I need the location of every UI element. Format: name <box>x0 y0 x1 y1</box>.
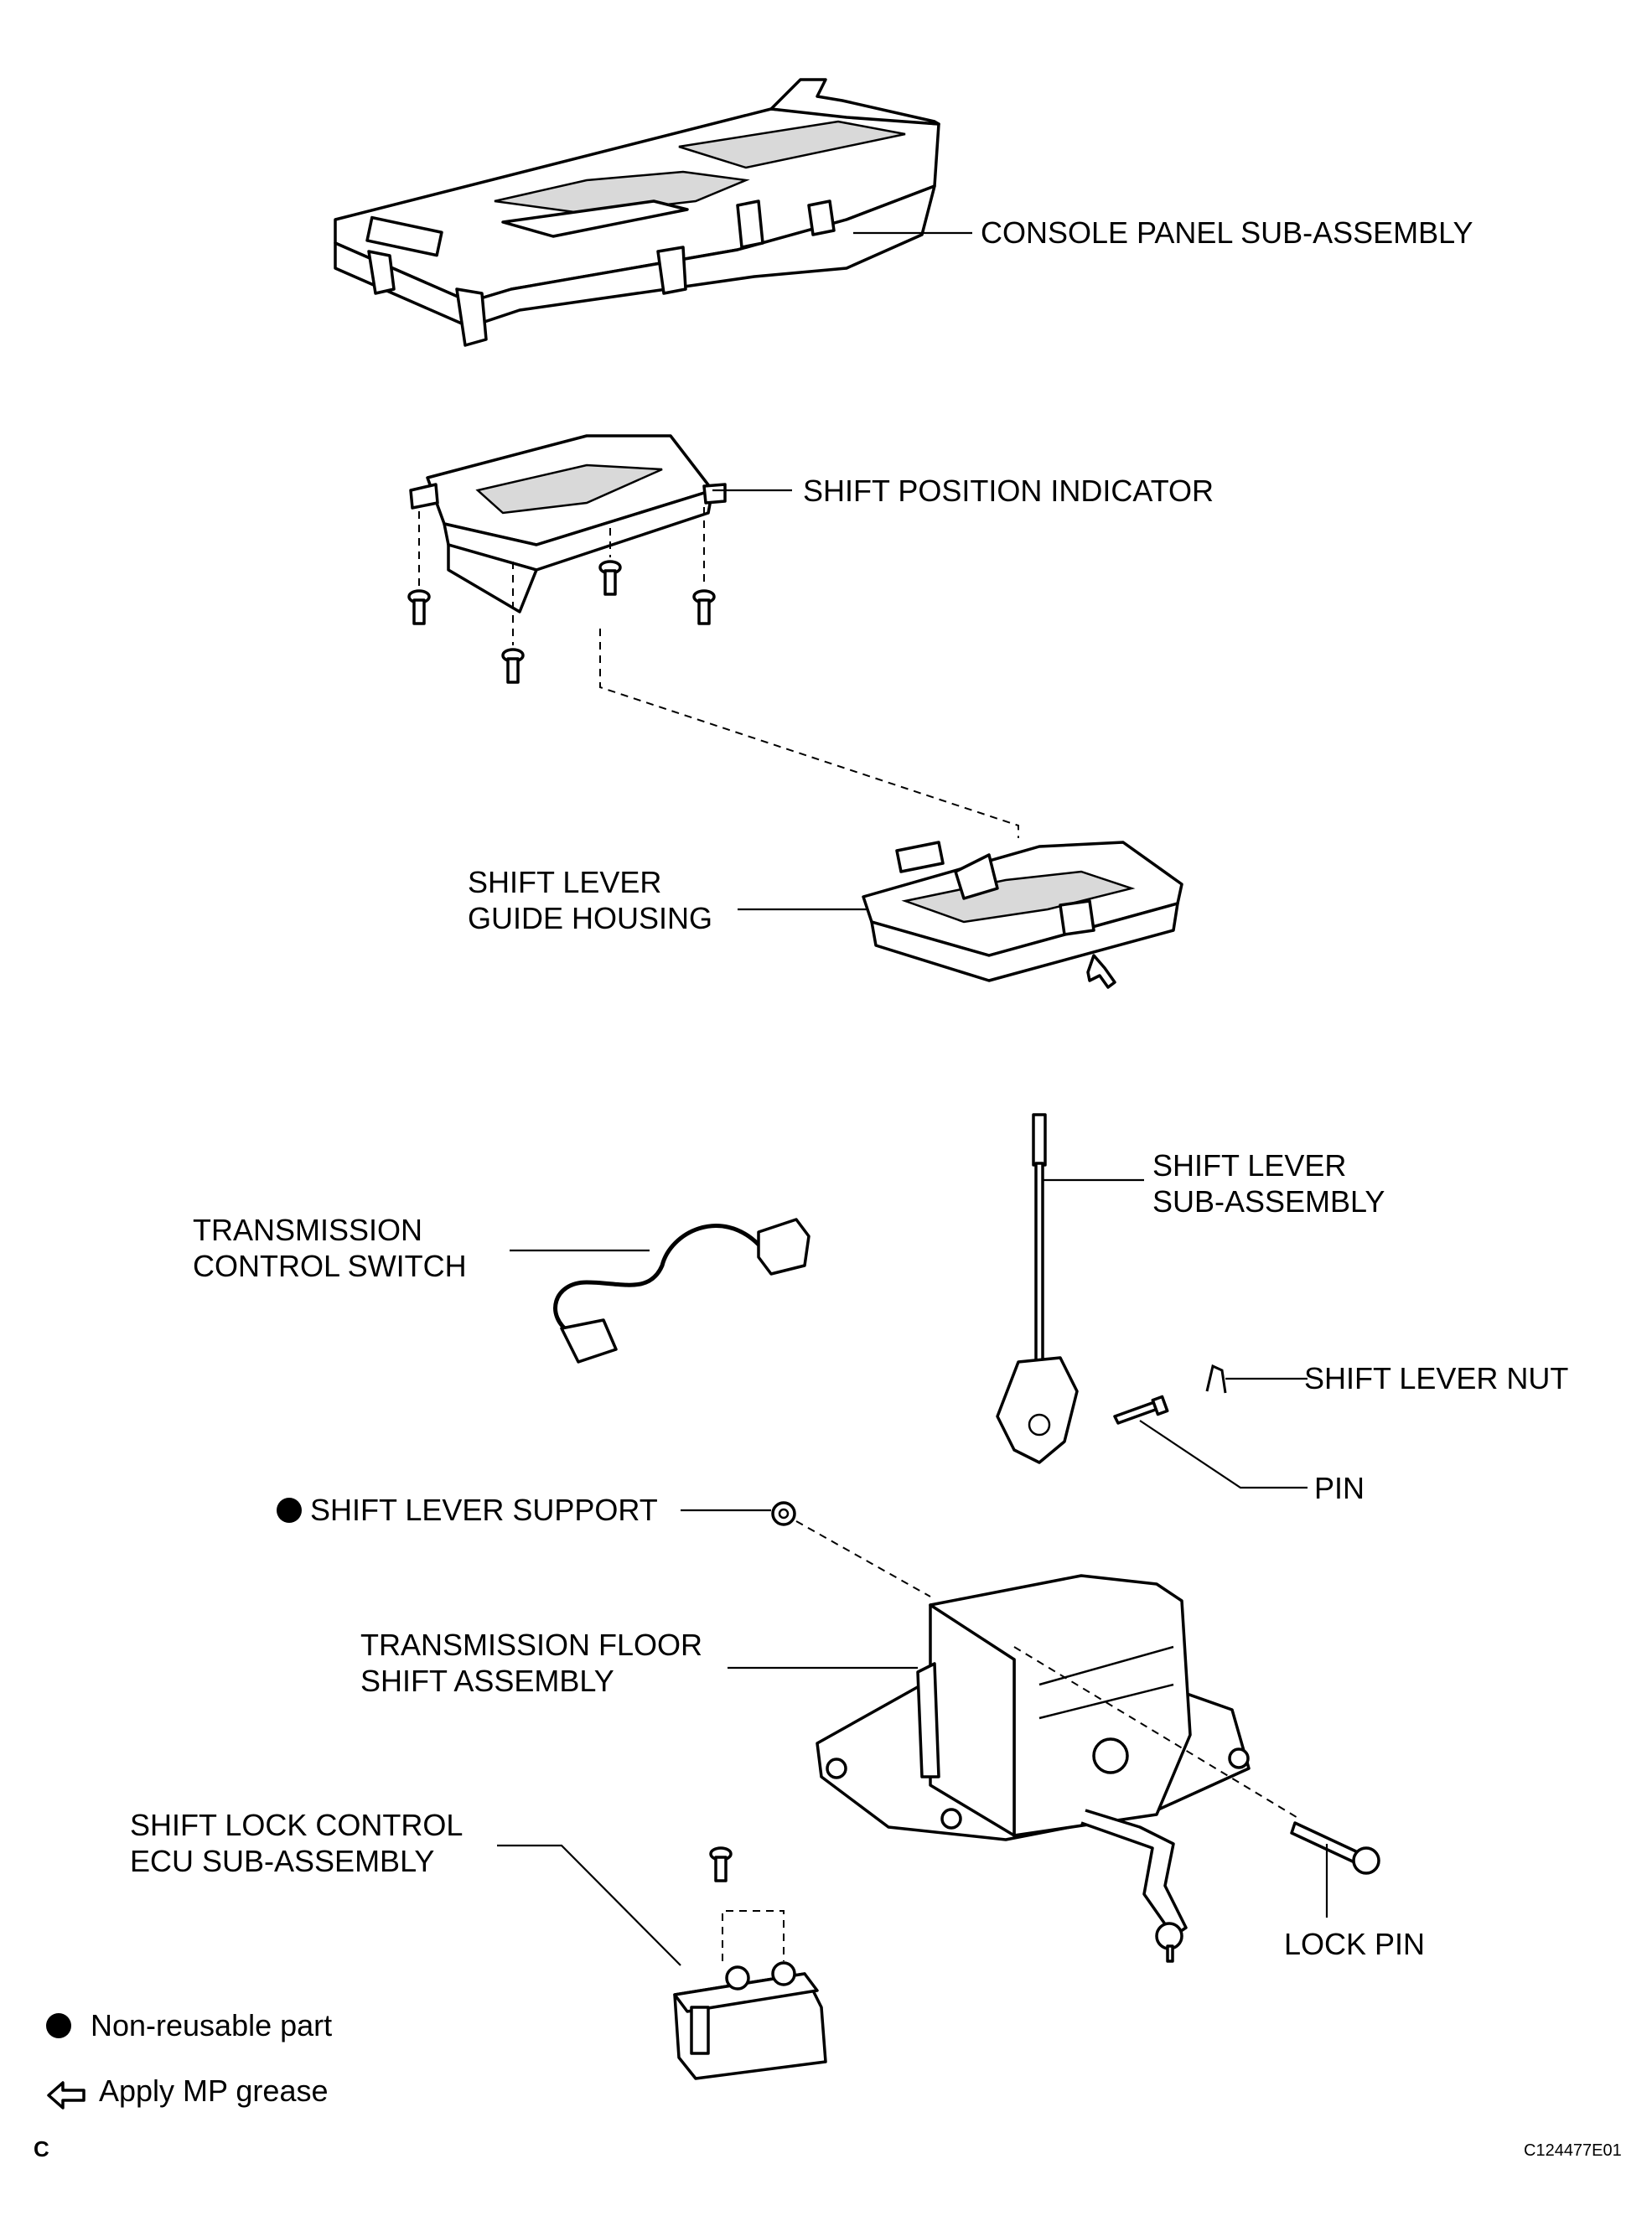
transmission-control-switch-label-line2: CONTROL SWITCH <box>193 1249 467 1283</box>
pin-leader <box>1139 1420 1308 1489</box>
figure-code: C124477E01 <box>1524 2141 1622 2160</box>
lock-pin-dashed-line <box>1013 1646 1300 1820</box>
screw-icon <box>407 511 431 625</box>
shift-position-indicator-drawing <box>409 434 727 613</box>
indicator-to-housing-dashed-line <box>599 629 1019 838</box>
legend-bullet-icon <box>46 2013 71 2038</box>
transmission-control-switch-drawing <box>553 1218 810 1364</box>
transmission-floor-shift-drawing <box>816 1574 1251 1963</box>
console-panel-drawing <box>334 78 940 347</box>
floor-shift-label-line1: TRANSMISSION FLOOR <box>360 1628 702 1662</box>
legend-non-reusable-text: Non-reusable part <box>91 2008 332 2042</box>
shift-lock-ecu-label-line1: SHIFT LOCK CONTROL <box>130 1808 463 1842</box>
shift-lock-ecu-drawing <box>673 1910 827 2080</box>
lock-pin-label: LOCK PIN <box>1284 1927 1425 1961</box>
shift-lever-support-drawing <box>771 1501 796 1526</box>
screw-icon <box>709 1846 733 1882</box>
guide-housing-label-line1: SHIFT LEVER <box>468 865 661 899</box>
non-reusable-bullet-icon <box>277 1498 302 1523</box>
pin-drawing <box>1113 1395 1169 1425</box>
console-panel-label: CONSOLE PANEL SUB-ASSEMBLY <box>981 215 1473 250</box>
guide-housing-label-line2: GUIDE HOUSING <box>468 901 712 935</box>
screw-icon <box>501 562 525 684</box>
shift-lever-support-label: SHIFT LEVER SUPPORT <box>310 1493 658 1527</box>
support-dashed-line <box>795 1520 931 1597</box>
shift-lock-ecu-leader <box>497 1844 681 1966</box>
legend-grease-arrow-icon <box>47 2081 85 2110</box>
floor-shift-label-line2: SHIFT ASSEMBLY <box>360 1664 614 1698</box>
shift-lever-nut-drawing <box>1205 1364 1227 1394</box>
screw-icon <box>692 507 716 625</box>
shift-lever-label-line2: SUB-ASSEMBLY <box>1152 1184 1385 1219</box>
guide-housing-drawing <box>862 841 1183 982</box>
shift-lever-drawing <box>996 1113 1079 1464</box>
corner-letter: C <box>34 2136 49 2161</box>
screw-icon <box>598 528 622 596</box>
shift-position-indicator-label: SHIFT POSITION INDICATOR <box>803 474 1214 508</box>
shift-lever-label-line1: SHIFT LEVER <box>1152 1148 1346 1183</box>
transmission-control-switch-label-line1: TRANSMISSION <box>193 1213 422 1247</box>
legend-apply-grease-text: Apply MP grease <box>99 2073 328 2108</box>
shift-lock-ecu-label-line2: ECU SUB-ASSEMBLY <box>130 1844 434 1878</box>
lock-pin-drawing <box>1290 1821 1380 1875</box>
shift-lever-nut-label: SHIFT LEVER NUT <box>1304 1361 1568 1395</box>
apply-grease-arrow-icon <box>1086 954 1116 989</box>
pin-label: PIN <box>1314 1471 1365 1505</box>
